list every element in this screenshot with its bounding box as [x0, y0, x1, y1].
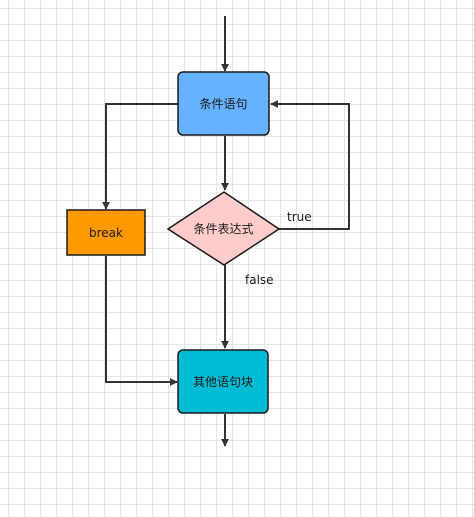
- other-block-node-label: 其他语句块: [193, 375, 253, 389]
- condition-node[interactable]: 条件语句: [177, 71, 270, 136]
- false-label: false: [245, 273, 274, 287]
- edges-group: [102, 16, 350, 447]
- expression-node-diamond: [166, 191, 281, 266]
- other-block-node[interactable]: 其他语句块: [177, 349, 269, 414]
- condition-node-box: [177, 71, 270, 136]
- expression-node-label: 条件表达式: [193, 222, 253, 236]
- edge-true-loop: [270, 100, 350, 230]
- other-block-node-box: [177, 349, 269, 414]
- condition-node-label: 条件语句: [199, 97, 247, 111]
- true-label: true: [287, 210, 312, 224]
- break-node[interactable]: break: [66, 209, 146, 256]
- break-node-box: [66, 209, 146, 256]
- edge-condition-to-break: [102, 103, 178, 210]
- edge-break-to-other: [105, 256, 178, 386]
- break-node-label: break: [89, 226, 123, 240]
- expression-node[interactable]: 条件表达式: [166, 191, 281, 266]
